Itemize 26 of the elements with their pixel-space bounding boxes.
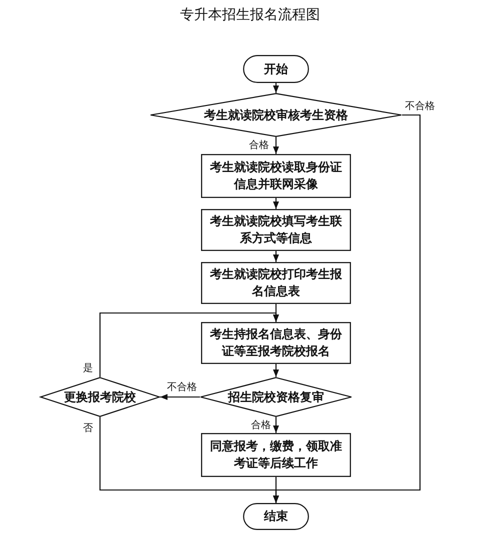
edge-label: 否 <box>82 423 94 435</box>
edge-label: 不合格 <box>404 101 436 113</box>
title: 专升本招生报名流程图 <box>179 6 321 24</box>
decision-diamond: 招生院校资格复审 <box>200 377 352 417</box>
process-box: 同意报考，缴费，领取准考证等后续工作 <box>201 433 351 477</box>
edge-label: 合格 <box>250 420 272 432</box>
process-box: 考生就读院校打印考生报名信息表 <box>201 262 351 304</box>
arrow <box>272 198 280 209</box>
arrow <box>272 83 280 93</box>
terminal-box: 开始 <box>243 55 309 83</box>
decision-diamond: 更换报考院校 <box>40 377 160 417</box>
arrow <box>160 394 200 400</box>
process-box: 考生就读院校读取身份证信息并联网采像 <box>201 154 351 198</box>
edge-label: 是 <box>82 363 94 375</box>
edge-label: 合格 <box>248 140 270 152</box>
arrow <box>272 477 280 503</box>
arrow <box>272 251 280 262</box>
decision-diamond: 考生就读院校审核考生资格 <box>150 93 402 137</box>
arrow <box>272 417 280 433</box>
edge-label: 不合格 <box>166 382 198 394</box>
arrow <box>272 364 280 377</box>
arrow <box>99 312 280 377</box>
arrow <box>272 137 280 154</box>
process-box: 考生就读院校填写考生联系方式等信息 <box>201 209 351 251</box>
terminal-box: 结束 <box>243 503 309 530</box>
process-box: 考生持报名信息表、身份证等至报考院校报名 <box>201 322 351 364</box>
